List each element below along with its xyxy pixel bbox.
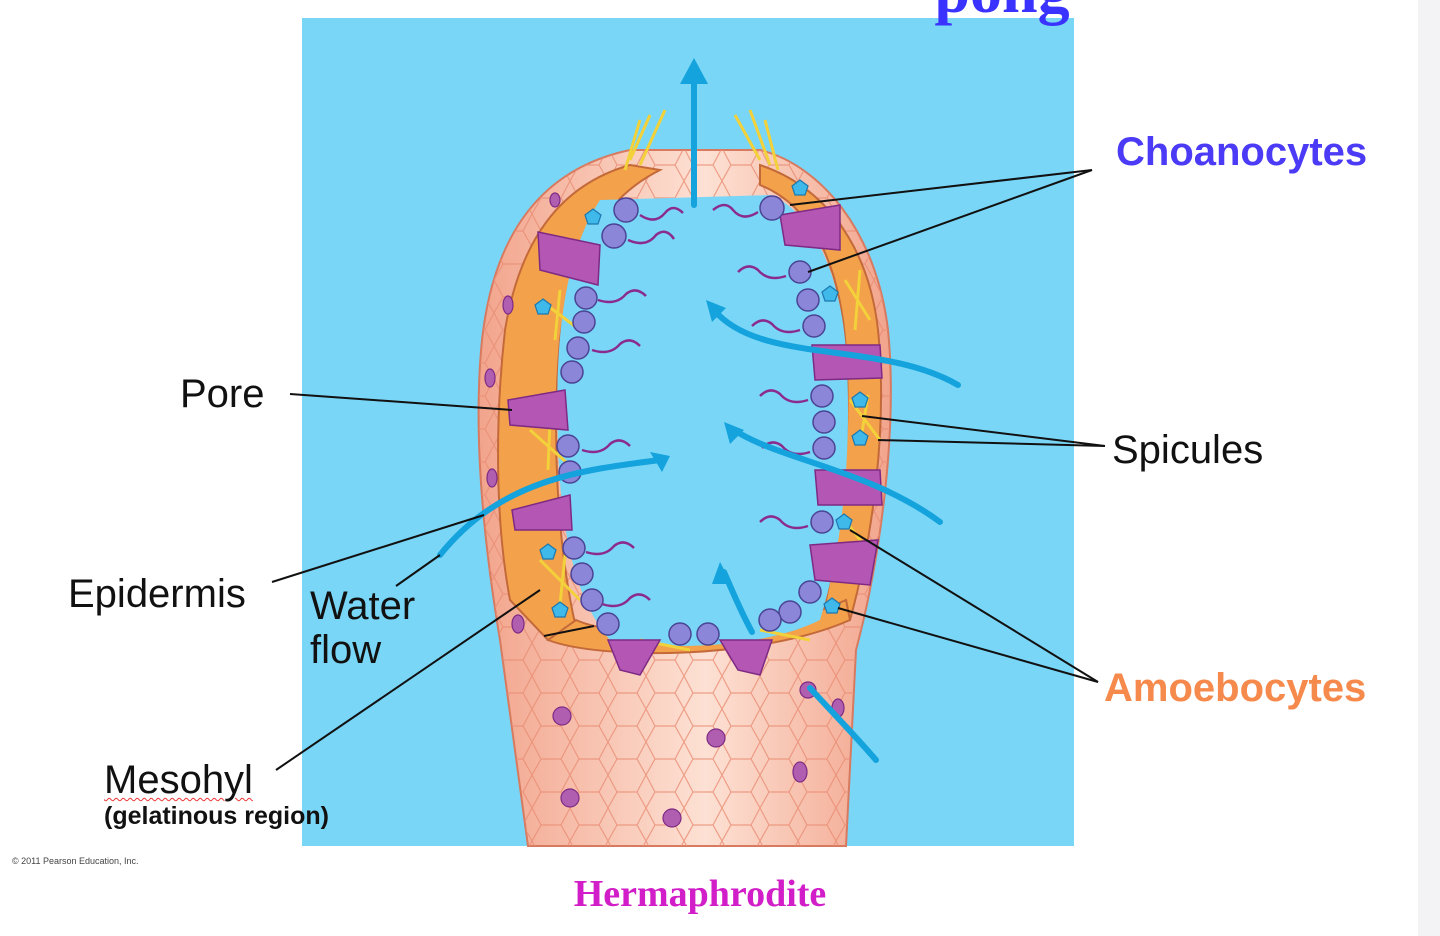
- choanocytes-leader-2: [807, 169, 1093, 273]
- epidermis-leader: [271, 514, 485, 583]
- label-mesohyl-text: Mesohyl: [104, 758, 253, 802]
- water-flow-arrowheads: [650, 58, 744, 584]
- title-fragment: pong: [902, 0, 1102, 26]
- amoebocytes-cells: [534, 179, 869, 618]
- water-flow-leader: [395, 554, 441, 587]
- leader-lines: [271, 169, 1106, 771]
- copyright-notice: © 2011 Pearson Education, Inc.: [12, 856, 139, 866]
- label-mesohyl-sub: (gelatinous region): [104, 802, 329, 830]
- footer-caption: Hermaphrodite: [573, 873, 827, 915]
- porocytes: [507, 204, 883, 676]
- label-mesohyl: Mesohyl: [104, 760, 253, 800]
- label-pore: Pore: [180, 372, 265, 416]
- water-flow-arrows: [437, 73, 961, 763]
- epidermal-nuclei: [484, 192, 845, 828]
- label-choanocytes: Choanocytes: [1116, 130, 1368, 174]
- mesohyl-leader-1: [275, 589, 541, 771]
- spicules-leader-2: [877, 439, 1106, 447]
- spongocoel: [557, 195, 849, 646]
- osculum-spicules: [623, 109, 780, 171]
- label-epidermis: Epidermis: [68, 572, 246, 616]
- label-spicules: Spicules: [1112, 428, 1264, 472]
- pore-leader: [289, 393, 513, 411]
- choanocytes-leader-1: [789, 169, 1093, 206]
- flagella: [581, 203, 811, 608]
- mesohyl-leader-2: [543, 625, 595, 637]
- label-water-flow-line1: Water: [310, 584, 416, 628]
- amoebocytes-leader-2: [837, 607, 1099, 683]
- choanocytes-cells: [556, 195, 836, 646]
- page-edge-strip: [1418, 0, 1440, 936]
- label-amoebocytes: Amoebocytes: [1104, 666, 1367, 710]
- label-water-flow-line2: flow: [310, 628, 382, 672]
- amoebocytes-leader-1: [849, 529, 1099, 683]
- spicules-leader-1: [861, 415, 1106, 447]
